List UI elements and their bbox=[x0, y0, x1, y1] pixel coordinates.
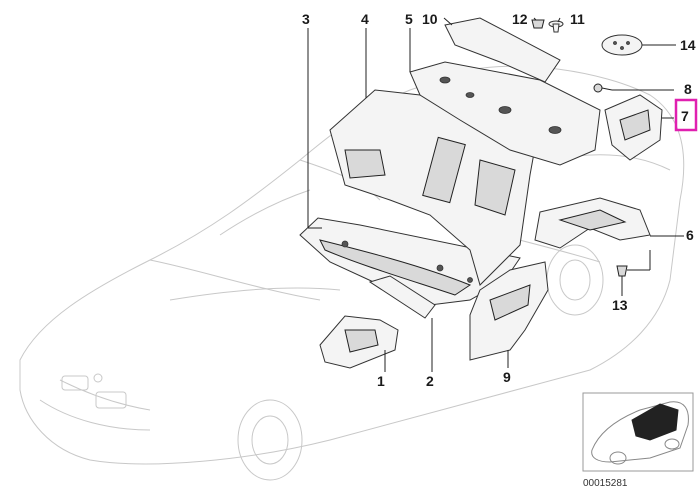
callout-9: 9 bbox=[503, 369, 511, 385]
callout-4: 4 bbox=[361, 11, 369, 27]
callout-12: 12 bbox=[512, 11, 528, 27]
callout-14: 14 bbox=[680, 37, 696, 53]
callout-8: 8 bbox=[684, 81, 692, 97]
part-10-insulation bbox=[444, 17, 561, 83]
callout-13: 13 bbox=[612, 297, 628, 313]
part-6-wheel-arch bbox=[534, 197, 651, 249]
part-13-clip bbox=[616, 265, 628, 277]
callout-7: 7 bbox=[681, 108, 689, 124]
part-4-bulkhead-trim bbox=[329, 89, 541, 286]
part-11-plug bbox=[548, 20, 564, 33]
part-5-parcel-shelf bbox=[409, 61, 601, 166]
part-1-tunnel-cover bbox=[319, 315, 399, 369]
part-14-damping-pad bbox=[601, 34, 643, 56]
thumbnail-code: 00015281 bbox=[583, 478, 628, 489]
thumbnail-car bbox=[591, 401, 689, 465]
part-12-clip bbox=[531, 19, 545, 29]
thumbnail-inset: 00015281 bbox=[582, 392, 694, 489]
leader-lines bbox=[307, 17, 684, 372]
callout-3: 3 bbox=[302, 11, 310, 27]
callout-7-highlight[interactable]: 7 bbox=[674, 98, 698, 132]
callout-1: 1 bbox=[377, 373, 385, 389]
part-9-side-panel bbox=[469, 261, 549, 361]
callout-11: 11 bbox=[570, 11, 585, 27]
callout-2: 2 bbox=[426, 373, 434, 389]
car-outline bbox=[19, 65, 685, 481]
part-8-screw bbox=[593, 83, 613, 93]
part-7-side-trim bbox=[604, 94, 663, 161]
callout-6: 6 bbox=[686, 227, 694, 243]
callout-10: 10 bbox=[422, 11, 438, 27]
callout-5: 5 bbox=[405, 11, 413, 27]
part-3-floor-mat bbox=[299, 217, 521, 306]
part-2-strip bbox=[368, 275, 436, 319]
